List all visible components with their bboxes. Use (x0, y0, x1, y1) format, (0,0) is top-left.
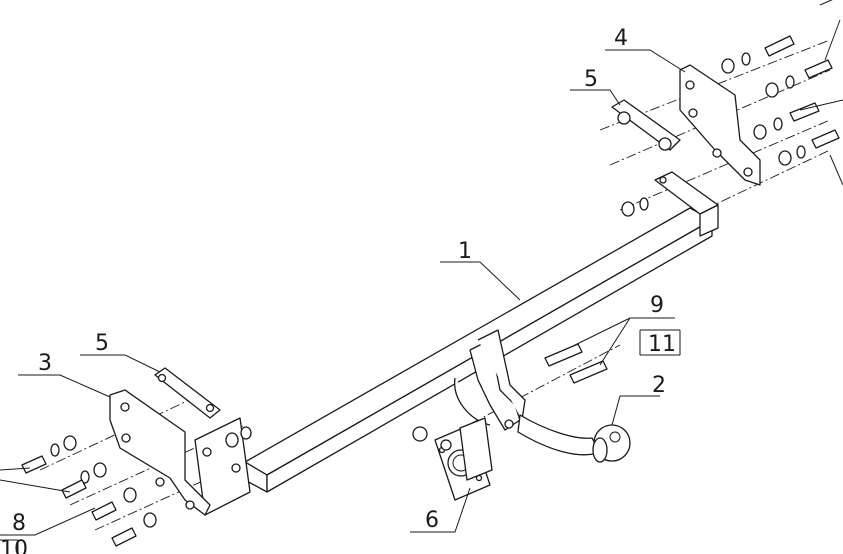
left-spacer-plate (154, 367, 221, 419)
callout-2: 2 (652, 373, 666, 398)
callout-labels: 1 2 3 4 5 5 6 8 9 10 11 (0, 26, 676, 554)
right-side-bracket (679, 64, 761, 186)
callout-5-right: 5 (584, 67, 598, 92)
left-fasteners (21, 426, 252, 547)
callout-3: 3 (38, 351, 52, 376)
callout-9: 9 (650, 293, 664, 318)
callout-10: 10 (0, 537, 28, 554)
callout-4: 4 (614, 26, 628, 51)
callout-6: 6 (425, 508, 439, 533)
callout-8: 8 (12, 511, 26, 536)
socket-plate (412, 417, 493, 501)
ball-mount-bolts (544, 343, 608, 384)
left-side-bracket (109, 389, 211, 516)
callout-5-left: 5 (95, 331, 109, 356)
callout-1: 1 (458, 239, 472, 264)
callout-11: 11 (648, 332, 676, 357)
tow-ball-mount (454, 329, 631, 463)
right-spacer-plate (611, 99, 681, 151)
